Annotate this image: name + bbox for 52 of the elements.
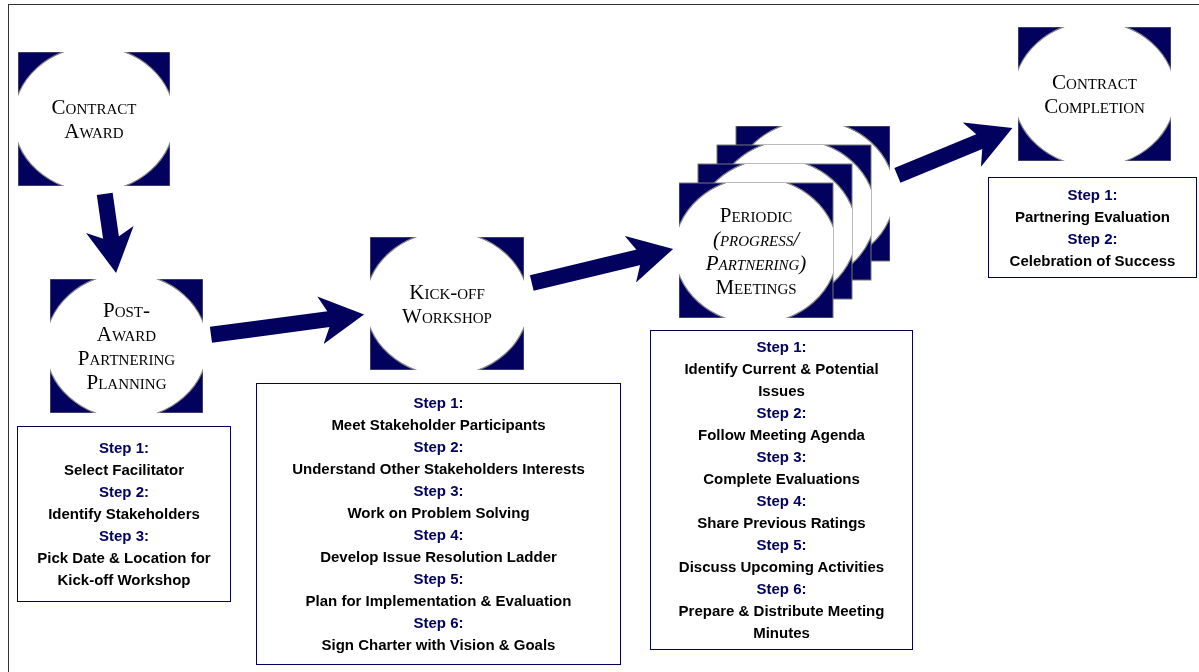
step-text: Share Previous Ratings bbox=[697, 513, 866, 533]
step-heading: Step 3: bbox=[413, 481, 464, 501]
badge-title: Periodic (progress/ Partnering) Meetings bbox=[704, 202, 808, 299]
step-text: Identify Current & Potential Issues bbox=[683, 359, 880, 401]
step-text: Follow Meeting Agenda bbox=[698, 425, 865, 445]
badge bbox=[50, 279, 203, 413]
step-heading: Step 6: bbox=[413, 613, 464, 633]
badge-title: Contract Award bbox=[50, 95, 138, 143]
step-text: Develop Issue Resolution Ladder bbox=[320, 547, 557, 567]
step-text: Select Facilitator bbox=[63, 460, 184, 480]
step-text: Pick Date & Location for Kick-off Workshop bbox=[36, 548, 212, 590]
step-text: Understand Other Stakeholders Interests bbox=[292, 459, 585, 479]
step-heading: Step 2: bbox=[99, 482, 149, 502]
step-text: Complete Evaluations bbox=[703, 469, 860, 489]
badge-title: Kick-off Workshop bbox=[401, 279, 493, 328]
step-text: Plan for Implementation & Evaluation bbox=[305, 591, 572, 611]
badge bbox=[1018, 27, 1171, 161]
badge bbox=[370, 237, 524, 370]
step-heading: Step 1: bbox=[756, 337, 807, 357]
step-heading: Step 5: bbox=[756, 535, 807, 555]
step-heading: Step 2: bbox=[413, 437, 464, 457]
badge bbox=[18, 52, 170, 186]
badge-title: Contract Completion bbox=[1043, 70, 1146, 118]
step-text: Identify Stakeholders bbox=[48, 504, 200, 524]
steps-box bbox=[256, 383, 621, 665]
step-heading: Step 5: bbox=[413, 569, 464, 589]
step-text: Discuss Upcoming Activities bbox=[678, 557, 885, 577]
block-arrow bbox=[529, 235, 674, 291]
step-text: Celebration of Success bbox=[1009, 250, 1176, 271]
step-text: Sign Charter with Vision & Goals bbox=[321, 635, 556, 655]
steps-box bbox=[988, 177, 1197, 278]
step-text: Prepare & Distribute Meeting Minutes bbox=[677, 601, 886, 643]
block-arrow bbox=[86, 192, 134, 274]
step-text: Partnering Evaluation bbox=[1014, 206, 1170, 227]
step-heading: Step 2: bbox=[756, 403, 807, 423]
step-heading: Step 4: bbox=[413, 525, 464, 545]
steps-box bbox=[650, 330, 913, 650]
step-heading: Step 1: bbox=[99, 438, 149, 458]
step-text: Meet Stakeholder Participants bbox=[331, 415, 546, 435]
step-heading: Step 2: bbox=[1067, 228, 1118, 249]
step-heading: Step 4: bbox=[756, 491, 807, 511]
stacked-badge bbox=[679, 126, 890, 318]
steps-box bbox=[17, 426, 231, 602]
badge-title: Post- Award Partnering Planning bbox=[76, 298, 177, 394]
step-text: Work on Problem Solving bbox=[347, 503, 530, 523]
block-arrow bbox=[894, 122, 1013, 183]
step-heading: Step 1: bbox=[413, 393, 464, 413]
block-arrow bbox=[209, 296, 365, 345]
step-heading: Step 1: bbox=[1067, 184, 1118, 205]
step-heading: Step 3: bbox=[99, 526, 149, 546]
step-heading: Step 3: bbox=[756, 447, 807, 467]
step-heading: Step 6: bbox=[756, 579, 807, 599]
